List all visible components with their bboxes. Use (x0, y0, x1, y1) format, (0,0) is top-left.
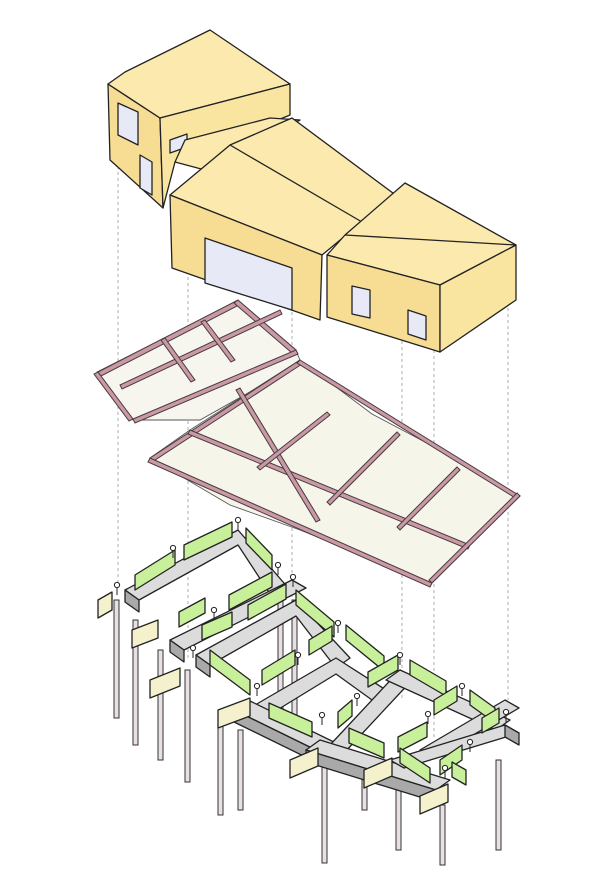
frame-members (93, 299, 521, 588)
floor-frame (93, 299, 521, 588)
pile-caps (97, 591, 449, 815)
anchor-markers (113, 516, 510, 778)
window-right-a (351, 285, 371, 319)
right-block-side (439, 244, 517, 353)
foundation (97, 516, 520, 866)
building-massing (107, 29, 517, 353)
wall-panels (134, 521, 500, 786)
left-block-roof (107, 29, 291, 119)
window-middle (204, 237, 293, 311)
window-right-b (407, 309, 427, 341)
window-left-lower (139, 154, 153, 196)
window-left-upper (117, 102, 139, 146)
